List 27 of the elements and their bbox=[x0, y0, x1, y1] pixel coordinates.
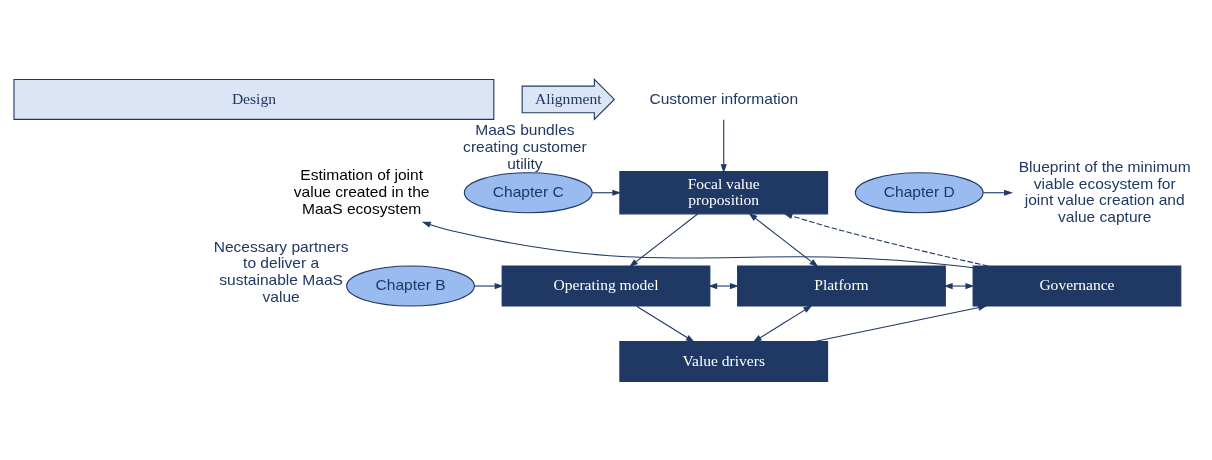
arrow bbox=[748, 212, 819, 267]
arrow bbox=[783, 212, 989, 267]
node-text: Estimation of joint value created in the MaaS ecosystem bbox=[293, 165, 430, 217]
node-box: Operating model bbox=[501, 265, 711, 307]
node-box: Value drivers bbox=[619, 340, 829, 382]
arrow bbox=[720, 118, 727, 173]
node-box: Focal value proposition bbox=[619, 170, 829, 214]
node-label: Necessary partners to deliver a sustainable MaaS value bbox=[213, 237, 349, 305]
node-box: Design bbox=[13, 78, 495, 120]
arrow bbox=[474, 282, 504, 289]
arrow bbox=[421, 221, 974, 268]
arrow bbox=[943, 282, 975, 289]
arrow bbox=[636, 305, 695, 342]
node-box: Governance bbox=[972, 265, 1182, 307]
node-text: Blueprint of the minimum viable ecosystem for joint value creation and value capture bbox=[1018, 157, 1191, 225]
node-ellipse: Chapter C bbox=[463, 171, 593, 213]
arrow bbox=[982, 189, 1013, 196]
node-text: Customer information bbox=[649, 89, 799, 107]
arrow bbox=[752, 304, 813, 342]
arrow bbox=[814, 304, 988, 342]
arrow bbox=[591, 189, 622, 196]
arrow bbox=[708, 282, 739, 289]
arrow bbox=[629, 213, 699, 267]
node-ellipse: Chapter B bbox=[346, 265, 475, 307]
node-label: MaaS bundles creating customer utility bbox=[463, 120, 587, 172]
node-ellipse: Chapter D bbox=[854, 171, 984, 213]
node-box: Platform bbox=[737, 265, 946, 307]
